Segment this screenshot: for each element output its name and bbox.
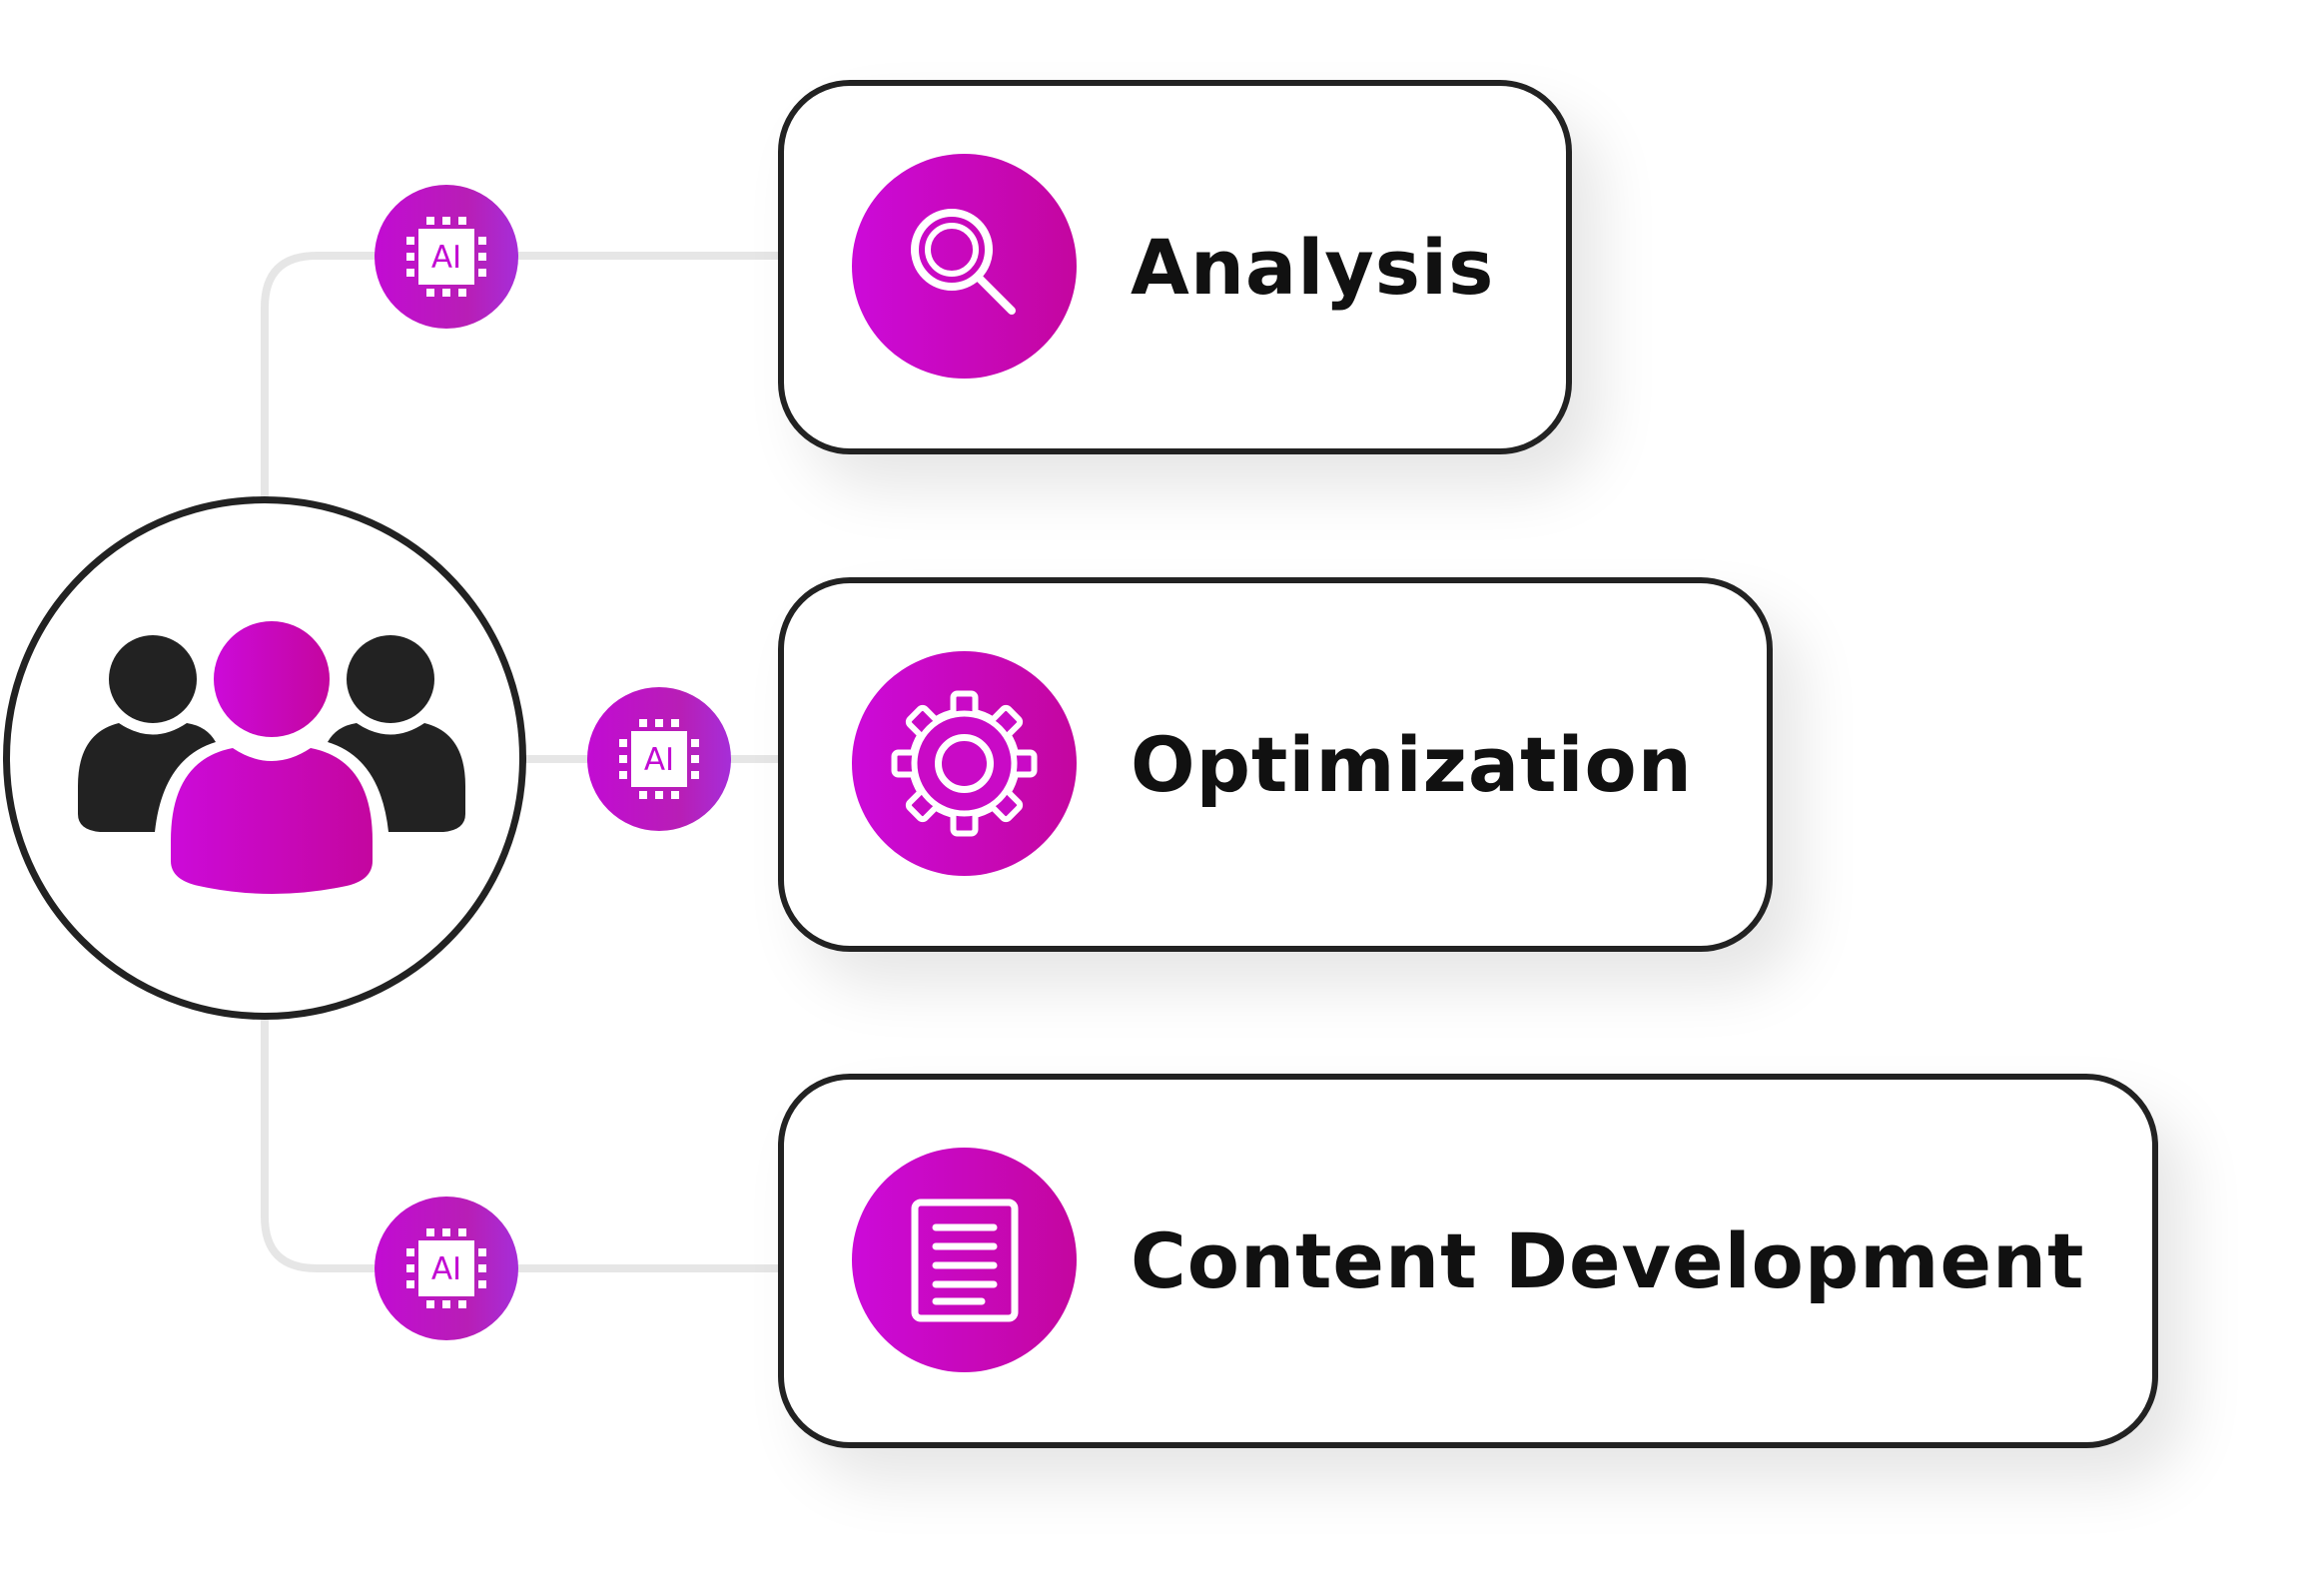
gear-icon xyxy=(891,690,1038,837)
connector-to-analysis xyxy=(261,252,784,499)
card-label: Content Development xyxy=(1131,1216,2085,1305)
ai-chip-label: AI xyxy=(431,1251,461,1287)
ai-chip-label: AI xyxy=(644,742,674,778)
card-icon-circle xyxy=(852,651,1077,876)
card-icon-circle xyxy=(852,1148,1077,1372)
connector-to-content-development xyxy=(261,1019,784,1272)
magnifier-icon xyxy=(911,209,1016,315)
card-label: Analysis xyxy=(1131,223,1495,312)
card-content-development: Content Development xyxy=(778,1074,2158,1448)
users-group-icon xyxy=(78,621,465,894)
document-icon xyxy=(911,1198,1019,1322)
ai-chip-label: AI xyxy=(431,240,461,276)
ai-chip-node-analysis: AI xyxy=(375,185,518,329)
ai-chip-icon: AI xyxy=(619,719,699,799)
card-icon-circle xyxy=(852,154,1077,379)
team-hub xyxy=(3,496,526,1020)
card-optimization: Optimization xyxy=(778,577,1773,952)
card-label: Optimization xyxy=(1131,720,1693,809)
card-analysis: Analysis xyxy=(778,80,1572,454)
ai-chip-node-content-development: AI xyxy=(375,1197,518,1340)
ai-chip-icon: AI xyxy=(406,217,486,297)
ai-chip-icon: AI xyxy=(406,1228,486,1308)
ai-chip-node-optimization: AI xyxy=(587,687,731,831)
